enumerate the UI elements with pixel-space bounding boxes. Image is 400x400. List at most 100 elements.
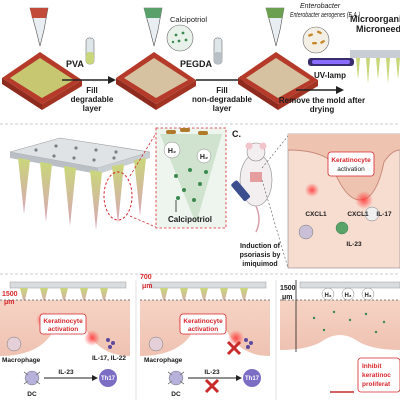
d3-skin — [280, 300, 400, 350]
d1-keratinocyte-line1: Keratinocyte — [43, 318, 83, 325]
d1-patch — [9, 281, 127, 304]
step3-caption-line2: drying — [310, 105, 335, 114]
arrow-1-head — [108, 76, 116, 84]
mouse-illustration — [239, 142, 273, 233]
d1-depth-unit: μm — [4, 299, 15, 306]
panel-c-letter: C. — [232, 129, 241, 139]
mouse-zoom-line-top — [261, 135, 289, 169]
d1-keratinocyte-line2: activation — [48, 326, 78, 333]
d1-dc-label: DC — [27, 391, 37, 398]
keratinocyte-box-c — [327, 151, 375, 177]
d3-h2-label-3: H₂ — [365, 293, 372, 299]
mold-2 — [116, 52, 196, 110]
step1-caption-line2: degradable — [71, 95, 114, 104]
calcipotriol-droplet — [166, 24, 194, 52]
microneedle-applicator — [231, 180, 250, 201]
d2-depth-value: 700 — [140, 274, 152, 281]
d1-th17-icon — [99, 369, 117, 387]
panel-b: H₂ H₂ Calcipotriol — [9, 127, 227, 230]
d2-th17-icon — [243, 369, 261, 387]
d2-dc-icon — [167, 370, 185, 386]
d3-depth-unit: μm — [282, 294, 293, 301]
pipette-3 — [265, 7, 285, 47]
d2-dc-label: DC — [171, 391, 181, 398]
d3-calcipotriol-dots — [312, 310, 386, 334]
microneedle-product — [350, 50, 400, 84]
d2-il23-label: IL-23 — [204, 369, 220, 376]
d3-depth-value: 1500 — [280, 285, 296, 292]
step3-caption-line1: Remove the mold after — [279, 96, 365, 105]
induction-caption-line2: psoriasis by — [240, 252, 281, 259]
bacteria-label-line1: Enterobacter — [300, 3, 341, 10]
d3-inhibit-line2: keratinoc — [362, 372, 391, 379]
panel-c: C. Induction of psoriasis by imiquimod — [231, 129, 400, 269]
arrow-3-head — [336, 86, 344, 94]
d2-block-il23-icon — [204, 378, 220, 394]
zoom-circle — [103, 171, 133, 221]
h2-label-2: H₂ — [200, 154, 208, 161]
d3-patch — [299, 281, 400, 289]
step1-caption-line1: Fill — [86, 86, 98, 95]
d1-cytokines-label: IL-17, IL-22 — [92, 355, 126, 362]
il23-label: IL-23 — [346, 241, 362, 248]
pva-tube — [85, 37, 95, 65]
zoom-line-bottom — [129, 215, 159, 229]
pipette-1 — [29, 7, 49, 47]
mold-1 — [2, 52, 82, 110]
needle-row — [18, 158, 146, 230]
d2-patch — [149, 281, 267, 304]
panel-d2: 700 μm Keratinocyte activation Macrophag… — [135, 274, 270, 400]
d2-macrophage-icon — [148, 336, 164, 352]
cxcl1-right-label: CXCL1 — [347, 211, 369, 218]
mouse-zoom-line-bottom — [261, 179, 289, 269]
calcipotriol-inset-label: Calcipotriol — [168, 215, 212, 224]
d1-keratinocyte-box — [39, 313, 87, 335]
d1-dc-icon — [23, 370, 41, 386]
cxcl1-left-label: CXCL1 — [305, 211, 327, 218]
pva-label: PVA — [66, 59, 84, 69]
panel-d1: 1500 μm Keratinocyte activation Macropha… — [0, 278, 130, 400]
microneedle-patch — [9, 137, 151, 174]
panel-d3: H₂ H₂ H₂ 1500 μm Inhibit keratinoc proli… — [275, 280, 400, 400]
fabrication-panel: PVA Fill degradable layer Calcipotriol — [2, 3, 400, 114]
d3-h2-label-2: H₂ — [345, 293, 352, 299]
uv-lamp-label: UV-lamp — [314, 71, 346, 80]
pipette-2 — [143, 7, 163, 47]
d1-il23-label: IL-23 — [58, 369, 74, 376]
mold-3 — [238, 52, 318, 110]
d2-keratinocyte-box — [179, 313, 227, 335]
induction-caption-line3: imiquimod — [242, 261, 277, 268]
d2-keratinocyte-line2: activation — [188, 326, 218, 333]
keratinocyte-label-c-line2: activation — [337, 166, 365, 173]
h2-label-1: H₂ — [168, 148, 176, 155]
calcipotriol-label: Calcipotriol — [170, 15, 207, 24]
d1-il23-arrow-head — [92, 375, 98, 381]
uv-lamp — [308, 58, 354, 66]
bacteria-droplet — [302, 26, 330, 54]
needle-zoom-inset — [155, 127, 227, 229]
d2-cytokine-dots — [244, 338, 253, 349]
d2-il23-arrow-head — [236, 375, 242, 381]
product-title-line1: Microorgani — [350, 14, 400, 24]
d1-macrophage-label: Macrophage — [2, 357, 41, 364]
il17-label: IL-17 — [376, 211, 392, 218]
d3-inhibit-line1: Inhibit — [362, 363, 382, 370]
d3-inhibit-box — [357, 357, 400, 393]
induction-caption-line1: Induction of — [240, 243, 281, 250]
pegda-tube — [213, 37, 223, 65]
d2-macrophage-label: Macrophage — [144, 357, 183, 364]
d1-inflammation-2 — [84, 330, 100, 346]
step1-caption-line3: layer — [83, 104, 102, 113]
product-title-line2: Microneed — [356, 24, 400, 34]
d2-depth-unit: μm — [142, 283, 153, 290]
d1-th17-label: Th17 — [101, 376, 116, 382]
d1-depth-value: 1500 — [2, 291, 18, 298]
d2-keratinocyte-line1: Keratinocyte — [183, 318, 223, 325]
d3-inhibit-line3: proliferat — [362, 381, 391, 388]
d2-th17-label: Th17 — [245, 376, 260, 382]
d2-block-th17-icon — [226, 340, 242, 356]
pegda-label: PEGDA — [180, 59, 213, 69]
d3-h2-bubbles — [321, 287, 375, 301]
